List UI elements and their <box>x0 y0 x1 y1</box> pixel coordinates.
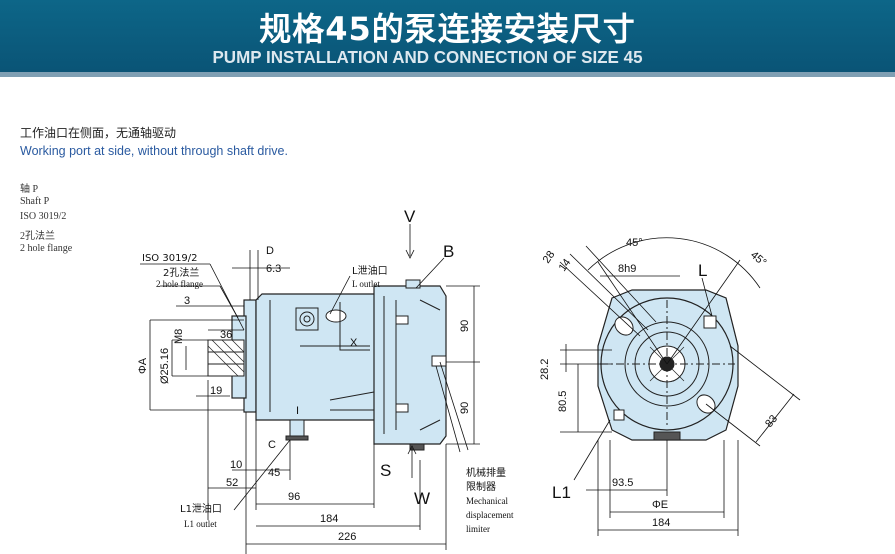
limiter-en-label: Mechanical <box>466 496 508 506</box>
header-stripe <box>0 72 895 77</box>
dim-phi-a: ΦA <box>137 357 149 374</box>
page-subtitle: PUMP INSTALLATION AND CONNECTION OF SIZE… <box>212 47 643 68</box>
dim-45-deg: 45° <box>626 237 643 249</box>
l1-outlet-cn-label: L1泄油口 <box>180 502 222 515</box>
dim-90-top: 90 <box>459 320 471 332</box>
description-en: Working port at side, without through sh… <box>20 144 288 158</box>
description-cn: 工作油口在侧面，无通轴驱动 <box>20 126 177 140</box>
front-l-label: L <box>698 261 707 280</box>
spec-line: ISO 3019/2 <box>20 211 67 222</box>
dim-10: 10 <box>230 459 242 471</box>
spec-line: 轴 P <box>20 184 39 195</box>
dim-96: 96 <box>288 491 300 503</box>
dim-45-deg-2: 45° <box>748 249 768 269</box>
dim-19: 19 <box>210 385 222 397</box>
dim-93-5: 93.5 <box>612 477 633 489</box>
port-b-label: B <box>443 242 454 261</box>
dim-184-front: 184 <box>652 517 670 529</box>
dim-80-5: 80.5 <box>557 391 569 412</box>
limiter-cn-label: 限制器 <box>466 480 496 493</box>
side-view-dimension-lines <box>140 224 480 554</box>
l-outlet-cn-label: L泄油口 <box>352 264 388 277</box>
l-outlet-en-label: L outlet <box>352 279 380 289</box>
dim-226: 226 <box>338 531 356 543</box>
limiter-cn-label: 机械排量 <box>466 466 506 479</box>
dim-45: 45 <box>268 467 280 479</box>
dim-28: 28 <box>541 249 558 266</box>
port-x-label: X <box>350 337 358 349</box>
dim-52: 52 <box>226 477 238 489</box>
port-s-label: S <box>380 461 391 480</box>
side-view-pump-body <box>231 285 447 445</box>
header-banner <box>0 0 895 72</box>
side-view-details <box>207 279 447 451</box>
dim-3: 3 <box>184 295 190 307</box>
dim-6-3: 6.3 <box>266 263 281 275</box>
dim-184: 184 <box>320 513 338 525</box>
flange-en-label: 2 hole flange <box>156 279 203 289</box>
spec-line: 2 hole flange <box>20 243 73 254</box>
dim-8h9: 8h9 <box>618 263 636 275</box>
dim-m8: M8 <box>173 329 185 344</box>
dim-i-label: I <box>296 405 299 417</box>
port-c-label: C <box>268 439 276 451</box>
l1-outlet-en-label: L1 outlet <box>184 519 217 529</box>
page-title: 规格45的泵连接安装尺寸 <box>259 10 636 48</box>
dim-36: 36 <box>220 329 232 341</box>
spec-line: 2孔法兰 <box>20 231 55 242</box>
front-view-dimension-lines <box>559 237 801 536</box>
dim-phi-e: ΦE <box>652 499 668 511</box>
limiter-en-label: displacement <box>466 510 514 520</box>
flange-cn-label: 2孔法兰 <box>163 266 199 279</box>
iso-label: ISO 3019/2 <box>142 253 198 264</box>
port-w-label: W <box>414 489 430 508</box>
dim-90-bottom: 90 <box>459 402 471 414</box>
dim-83: 83 <box>763 413 780 430</box>
dim-d-label: D <box>266 245 274 257</box>
dim-14: 14 <box>557 257 574 274</box>
spec-line: Shaft P <box>20 196 50 207</box>
limiter-en-label: limiter <box>466 524 490 534</box>
port-v-label: V <box>404 207 416 226</box>
front-l1-label: L1 <box>552 483 571 502</box>
dim-28-2: 28.2 <box>539 359 551 380</box>
dim-25-16: Ø25.16 <box>159 348 171 384</box>
